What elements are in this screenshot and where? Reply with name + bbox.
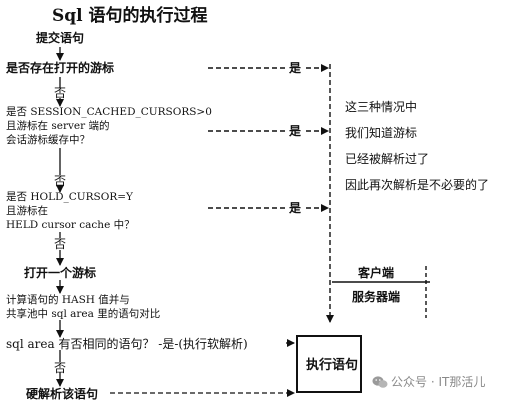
note-line1: 这三种情况中	[345, 100, 418, 114]
question-hold-cursor-line2: 且游标在	[6, 205, 48, 217]
no-label-3: 否	[54, 237, 67, 251]
legend-client: 客户端	[358, 266, 395, 280]
wechat-icon	[372, 376, 388, 388]
note-line3: 已经被解析过了	[345, 152, 430, 166]
no-label-2: 否	[54, 174, 67, 188]
execute-statement-label: 执行语句	[306, 358, 359, 373]
question-hold-cursor-line3: HELD cursor cache 中？	[6, 219, 135, 231]
note-line2: 我们知道游标	[345, 126, 418, 140]
diagram-title: Sql 语句的执行过程	[52, 6, 208, 26]
yes-label-2: 是	[289, 124, 302, 138]
question-session-cache-line2: 且游标在 server 端的	[6, 120, 110, 132]
question-session-cache-line1: 是否 SESSION_CACHED_CURSORS>0	[6, 106, 212, 118]
step-submit: 提交语句	[36, 31, 85, 45]
step-hash-line1: 计算语句的 HASH 值并与	[6, 294, 130, 306]
watermark-text: 公众号 · IT那活儿	[391, 375, 486, 389]
yes-label-3: 是	[289, 201, 302, 215]
question-hold-cursor-line1: 是否 HOLD_CURSOR=Y	[6, 191, 133, 203]
step-hash-line2: 共享池中 sql area 里的语句对比	[6, 308, 161, 320]
no-label-1: 否	[54, 86, 67, 100]
watermark: 公众号 · IT那活儿	[372, 373, 485, 390]
question-sql-area: sql area 有否相同的语句？ -是-(执行软解析)	[6, 337, 248, 351]
yes-label-1: 是	[289, 61, 302, 75]
question-session-cache-line3: 会话游标缓存中？	[6, 134, 90, 146]
step-hard-parse: 硬解析该语句	[26, 387, 99, 401]
no-label-4: 否	[54, 361, 67, 375]
question-open-cursor: 是否存在打开的游标	[6, 61, 115, 75]
execute-statement-box: 执行语句	[296, 335, 362, 393]
legend-server: 服务器端	[352, 290, 401, 304]
step-open-cursor: 打开一个游标	[24, 266, 97, 280]
note-line4: 因此再次解析是不必要的了	[345, 178, 490, 192]
